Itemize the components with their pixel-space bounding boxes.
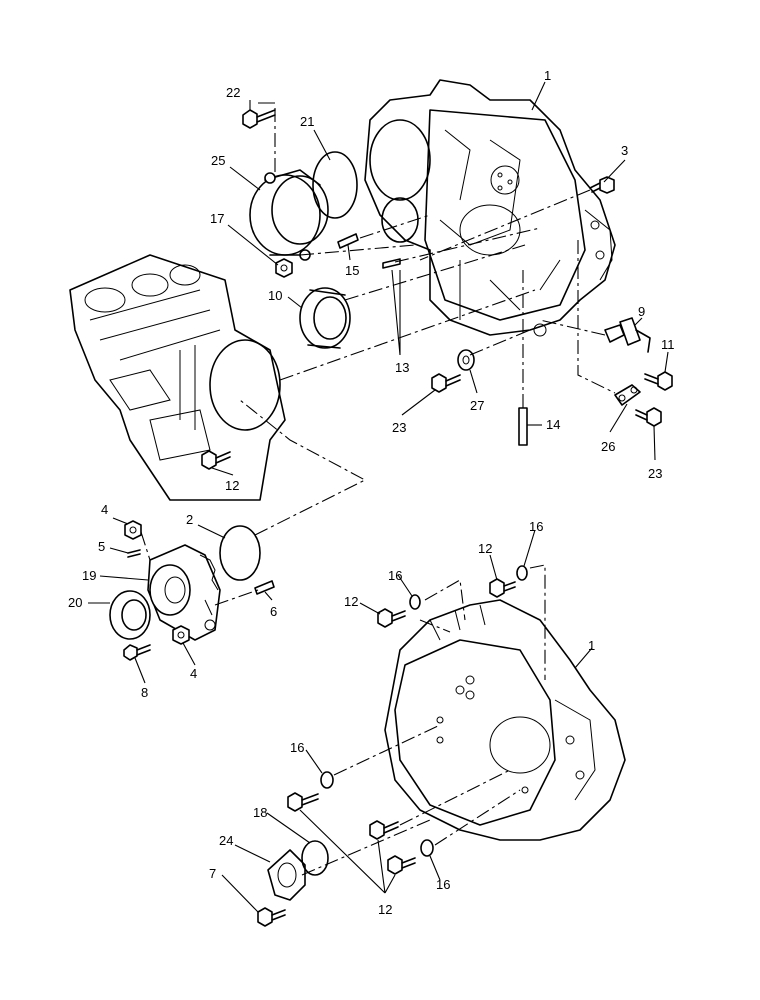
- pump-19: [147, 544, 221, 641]
- cover-24: [267, 849, 306, 901]
- o-ring-21: [312, 151, 358, 219]
- nut-4-bottom: [172, 625, 190, 645]
- sensor-9: [604, 317, 651, 353]
- callout-10: 10: [268, 288, 282, 303]
- callout-23-right: 23: [648, 466, 662, 481]
- leader-lines: [88, 81, 669, 913]
- bolt-23-left: [431, 373, 461, 393]
- bolt-12-lower-a: [287, 792, 319, 812]
- engine-block: [69, 254, 286, 501]
- callout-7: 7: [209, 866, 216, 881]
- flywheel-housing-upper: [364, 79, 616, 337]
- callout-11: 11: [661, 337, 675, 352]
- nut-4-top: [124, 520, 142, 540]
- stud-15: [337, 233, 359, 249]
- callout-4-bottom: 4: [190, 666, 197, 681]
- callout-27: 27: [470, 398, 484, 413]
- callout-3: 3: [621, 143, 628, 158]
- callout-labels: 1 22 21 25 17 15 10 13 3 9 11 14 23 27 2…: [68, 68, 675, 917]
- callout-20: 20: [68, 595, 82, 610]
- bolt-12-top-right: [489, 578, 516, 598]
- callout-13: 13: [395, 360, 409, 375]
- bolt-12-lower-b: [369, 820, 399, 840]
- callout-16-mid: 16: [388, 568, 402, 583]
- bolt-11: [644, 371, 673, 391]
- callout-16-lower-a: 16: [290, 740, 304, 755]
- seal-20: [109, 590, 151, 640]
- seal-10: [299, 287, 351, 349]
- dowel-14: [518, 407, 528, 446]
- callout-12-left: 12: [344, 594, 358, 609]
- flywheel-housing-lower: [384, 599, 626, 841]
- stud-13: [382, 258, 401, 269]
- callout-14: 14: [546, 417, 560, 432]
- nut-17: [275, 258, 293, 278]
- callout-12-lower: 12: [378, 902, 392, 917]
- o-ring-18: [301, 840, 329, 876]
- callout-2: 2: [186, 512, 193, 527]
- callout-9: 9: [638, 304, 645, 319]
- callout-16-top-right: 16: [529, 519, 543, 534]
- bolt-22: [242, 109, 276, 129]
- callout-4-top: 4: [101, 502, 108, 517]
- callout-6: 6: [270, 604, 277, 619]
- callout-23-left: 23: [392, 420, 406, 435]
- callout-5: 5: [98, 539, 105, 554]
- cover-25: [249, 169, 329, 261]
- callout-1-lower: 1: [588, 638, 595, 653]
- callout-12-engine: 12: [225, 478, 239, 493]
- callout-25: 25: [211, 153, 225, 168]
- callout-16-lower-b: 16: [436, 877, 450, 892]
- callout-18: 18: [253, 805, 267, 820]
- o-ring-2: [219, 525, 261, 581]
- callout-19: 19: [82, 568, 96, 583]
- callout-26: 26: [601, 439, 615, 454]
- washer-16-lower-b: [420, 839, 434, 857]
- bolt-12-left: [377, 608, 406, 628]
- washer-16-top-right: [516, 565, 528, 581]
- washer-27: [457, 349, 475, 371]
- callout-17: 17: [210, 211, 224, 226]
- callout-24: 24: [219, 833, 233, 848]
- callout-12-top-right: 12: [478, 541, 492, 556]
- washer-16-mid: [409, 594, 421, 610]
- plate-26: [614, 384, 641, 406]
- stud-6: [254, 580, 275, 595]
- bolt-12-lower-c: [387, 855, 416, 875]
- callout-8: 8: [141, 685, 148, 700]
- washer-16-lower-a: [320, 771, 334, 789]
- callout-15: 15: [345, 263, 359, 278]
- callout-1-upper: 1: [544, 68, 551, 83]
- pin-5: [127, 549, 141, 558]
- callout-22: 22: [226, 85, 240, 100]
- bolt-12-engine: [201, 450, 231, 470]
- bolt-23-right: [635, 407, 662, 427]
- bolt-8: [123, 644, 151, 661]
- bolt-7: [257, 907, 286, 927]
- callout-21: 21: [300, 114, 314, 129]
- bolt-3: [589, 176, 615, 194]
